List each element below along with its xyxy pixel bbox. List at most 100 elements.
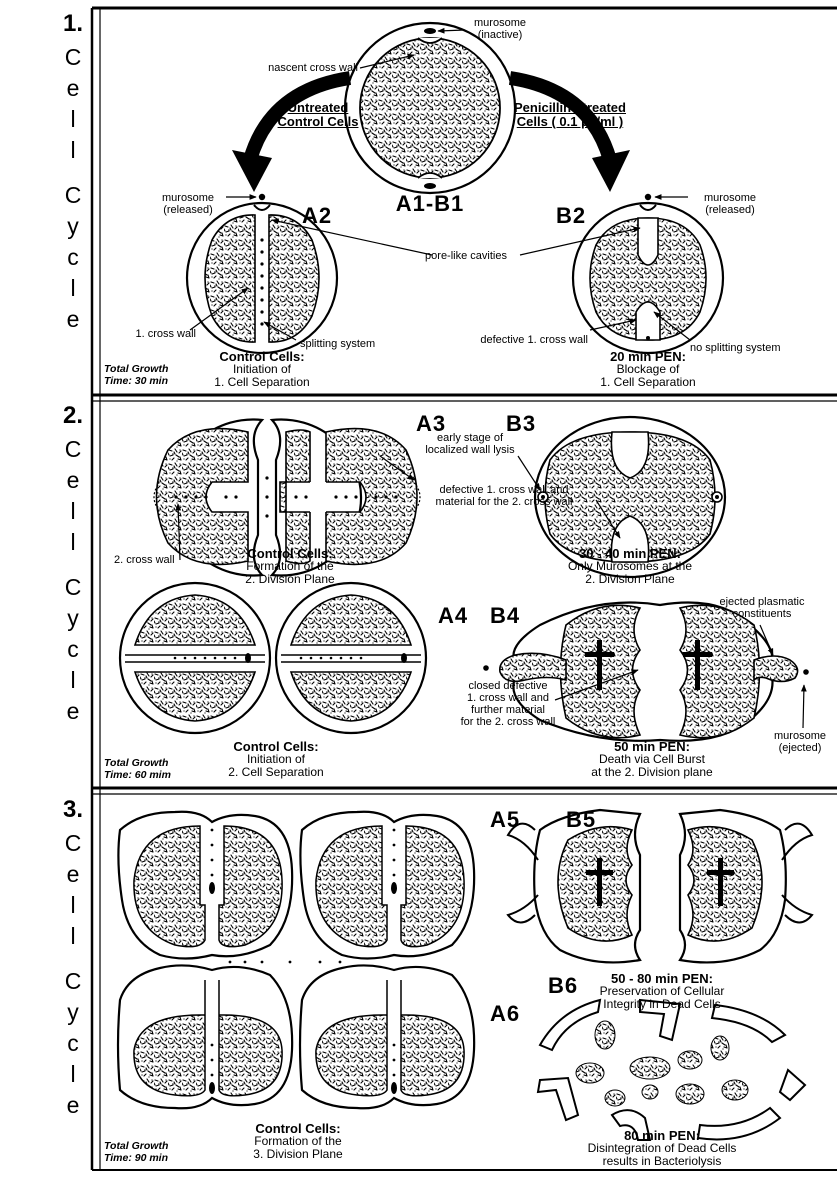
caption-line: 2. Division Plane <box>245 573 334 586</box>
caption-line: 1. Cell Separation <box>214 376 309 389</box>
panel-label-a2: A2 <box>302 204 332 228</box>
label-line: ejected plasmatic <box>720 596 805 608</box>
letter: c <box>60 242 86 273</box>
caption-line: at the 2. Division plane <box>591 766 712 779</box>
letter: C <box>60 828 86 859</box>
letter: c <box>60 1028 86 1059</box>
caption-line: 2. Division Plane <box>568 573 692 586</box>
letter: y <box>60 603 86 634</box>
label-line: murosome <box>704 192 756 204</box>
letter: C <box>60 42 86 73</box>
label-line: 1. cross wall and <box>461 692 556 704</box>
label-line: Penicillin - treated <box>514 101 626 115</box>
label-line: murosome <box>162 192 214 204</box>
label-line: (released) <box>162 204 214 216</box>
label-splitting-system: splitting system <box>300 338 375 350</box>
label-line: murosome <box>474 17 526 29</box>
label-line: further material <box>461 704 556 716</box>
letter: l <box>60 1059 86 1090</box>
caption-line: Integrity in Dead Cells <box>600 998 725 1011</box>
letter: y <box>60 997 86 1028</box>
caption-b4: 50 min PEN: Death via Cell Burst at the … <box>591 740 712 779</box>
caption-a6: Control Cells: Formation of the 3. Divis… <box>253 1122 342 1161</box>
total-growth-label: Total Growth <box>104 1140 168 1152</box>
label-line: localized wall lysis <box>425 444 514 456</box>
total-growth-3: Total Growth Time: 90 min <box>104 1140 168 1164</box>
cell-b5 <box>508 810 812 962</box>
panel-label-a1b1: A1-B1 <box>396 192 465 216</box>
label-line: Cells ( 0.1 µg/ml ) <box>514 115 626 129</box>
label-defective-material: defective 1. cross wall and material for… <box>436 484 573 508</box>
cell-quad-a5-a6 <box>118 812 474 1109</box>
label-early-lysis: early stage of localized wall lysis <box>425 432 514 456</box>
caption-line: results in Bacteriolysis <box>588 1155 737 1168</box>
caption-b2: 20 min PEN: Blockage of 1. Cell Separati… <box>600 350 695 389</box>
letter: C <box>60 180 86 211</box>
letter: l <box>60 921 86 952</box>
letter: l <box>60 527 86 558</box>
letter: e <box>60 73 86 104</box>
caption-a4: Control Cells: Initiation of 2. Cell Sep… <box>228 740 323 779</box>
label-line: (released) <box>704 204 756 216</box>
label-line: murosome <box>774 730 826 742</box>
label-line: (ejected) <box>774 742 826 754</box>
label-murosome-inactive: murosome (inactive) <box>474 17 526 41</box>
label-untreated-control: Untreated Control Cells <box>278 101 359 129</box>
section-3-number: 3. <box>60 796 86 824</box>
caption-a3: Control Cells: Formation of the 2. Divis… <box>245 547 334 586</box>
caption-line: 1. Cell Separation <box>600 376 695 389</box>
label-ejected-plasmatic: ejected plasmatic constituents <box>720 596 805 620</box>
total-growth-1: Total Growth Time: 30 min <box>104 363 168 387</box>
label-line: Control Cells <box>278 115 359 129</box>
section-2-number: 2. <box>60 402 86 430</box>
label-line: material for the 2. cross wall <box>436 496 573 508</box>
label-murosome-ejected: murosome (ejected) <box>774 730 826 754</box>
letter: C <box>60 434 86 465</box>
caption-b6: 80 min PEN: Disintegration of Dead Cells… <box>588 1129 737 1168</box>
label-nascent-cross-wall: nascent cross wall <box>268 62 358 74</box>
label-line: constituents <box>720 608 805 620</box>
caption-line: 2. Cell Separation <box>228 766 323 779</box>
letter: C <box>60 572 86 603</box>
label-closed-defective: closed defective 1. cross wall and furth… <box>461 680 556 728</box>
label-murosome-released-right: murosome (released) <box>704 192 756 216</box>
label-cross-wall-1: 1. cross wall <box>135 328 196 340</box>
label-line: Untreated <box>278 101 359 115</box>
letter: l <box>60 665 86 696</box>
cell-a1b1 <box>345 23 515 193</box>
cell-pair-a4 <box>120 583 426 733</box>
letter: e <box>60 465 86 496</box>
letter: l <box>60 496 86 527</box>
letter: y <box>60 211 86 242</box>
panel-label-b4: B4 <box>490 604 520 628</box>
total-growth-label: Total Growth <box>104 363 168 375</box>
letter: e <box>60 1090 86 1121</box>
letter: C <box>60 966 86 997</box>
panel-label-a6: A6 <box>490 1002 520 1026</box>
letter: c <box>60 634 86 665</box>
panel-label-a4: A4 <box>438 604 468 628</box>
label-pore-like-cavities: pore-like cavities <box>425 250 507 262</box>
letter: l <box>60 273 86 304</box>
letter: e <box>60 859 86 890</box>
letter: l <box>60 890 86 921</box>
label-murosome-released-left: murosome (released) <box>162 192 214 216</box>
caption-b3: 30 - 40 min PEN: Only Murosomes at the 2… <box>568 547 692 586</box>
section-1-number: 1. <box>60 10 86 38</box>
label-defective-cross-wall: defective 1. cross wall <box>480 334 588 346</box>
letter: e <box>60 304 86 335</box>
total-growth-label: Total Growth <box>104 757 171 769</box>
section-2-word: C e l l C y c l e <box>60 434 86 727</box>
panel-label-a5: A5 <box>490 808 520 832</box>
total-growth-2: Total Growth Time: 60 mim <box>104 757 171 781</box>
total-growth-time: Time: 90 min <box>104 1152 168 1164</box>
panel-label-b5: B5 <box>566 808 596 832</box>
section-3-word: C e l l C y c l e <box>60 828 86 1121</box>
caption-line: 3. Division Plane <box>253 1148 342 1161</box>
section-1-word: C e l l C y c l e <box>60 42 86 335</box>
letter: l <box>60 135 86 166</box>
label-cross-wall-2: 2. cross wall <box>114 554 175 566</box>
total-growth-time: Time: 60 mim <box>104 769 171 781</box>
label-line: defective 1. cross wall and <box>436 484 573 496</box>
